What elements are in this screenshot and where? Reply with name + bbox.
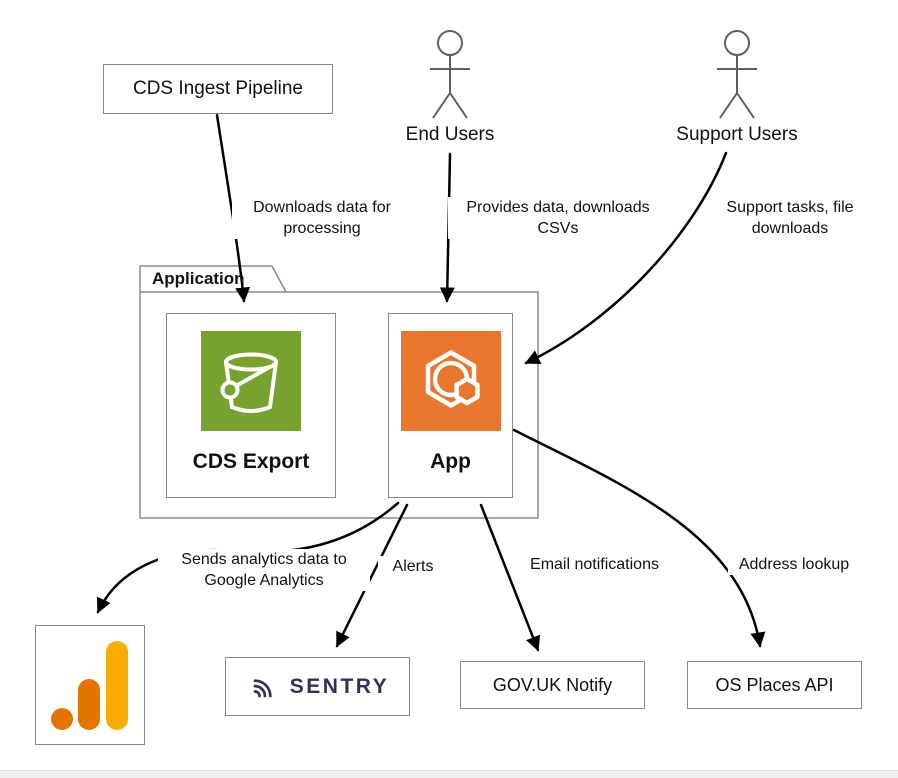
s3-bucket-icon (201, 331, 301, 431)
edge-label-email-notifications: Email notifications (512, 554, 677, 576)
sentry-label: SENTRY (289, 674, 390, 698)
node-govuk-notify: GOV.UK Notify (460, 661, 645, 709)
edge-app-to-notify (479, 503, 541, 652)
node-os-places-api: OS Places API (687, 661, 862, 709)
edge-label-sends-analytics: Sends analytics data to Google Analytics (158, 549, 370, 592)
node-sentry: SENTRY (225, 657, 410, 716)
application-boundary-label: Application (152, 269, 245, 288)
app-label: App (430, 450, 471, 473)
govuk-notify-label: GOV.UK Notify (492, 674, 613, 695)
node-google-analytics (35, 625, 145, 745)
node-app: App (388, 313, 513, 498)
edge-label-alerts: Alerts (378, 556, 448, 578)
edge-support-to-app (524, 151, 728, 365)
edge-label-provides-data: Provides data, downloads CSVs (448, 197, 668, 240)
ecs-container-icon (400, 331, 501, 431)
edge-label-downloads-data: Downloads data for processing (232, 197, 412, 240)
support-users-label: Support Users (676, 124, 798, 145)
bottom-edge-strip (0, 770, 898, 778)
end-users-label: End Users (405, 124, 495, 145)
support-users-actor-icon (717, 30, 757, 119)
edge-app-to-os-places (512, 428, 766, 648)
edge-label-support-tasks: Support tasks, file downloads (706, 197, 874, 240)
end-users-actor-icon (430, 30, 470, 119)
cds-ingest-pipeline-label: CDS Ingest Pipeline (132, 78, 304, 99)
os-places-api-label: OS Places API (715, 674, 834, 695)
google-analytics-logo (51, 641, 128, 730)
sentry-logo-icon (253, 678, 272, 697)
edge-label-address-lookup: Address lookup (728, 554, 860, 576)
node-cds-ingest-pipeline: CDS Ingest Pipeline (103, 64, 333, 114)
cds-export-label: CDS Export (192, 450, 310, 473)
node-cds-export: CDS Export (166, 313, 336, 498)
edge-app-to-sentry (335, 503, 409, 648)
